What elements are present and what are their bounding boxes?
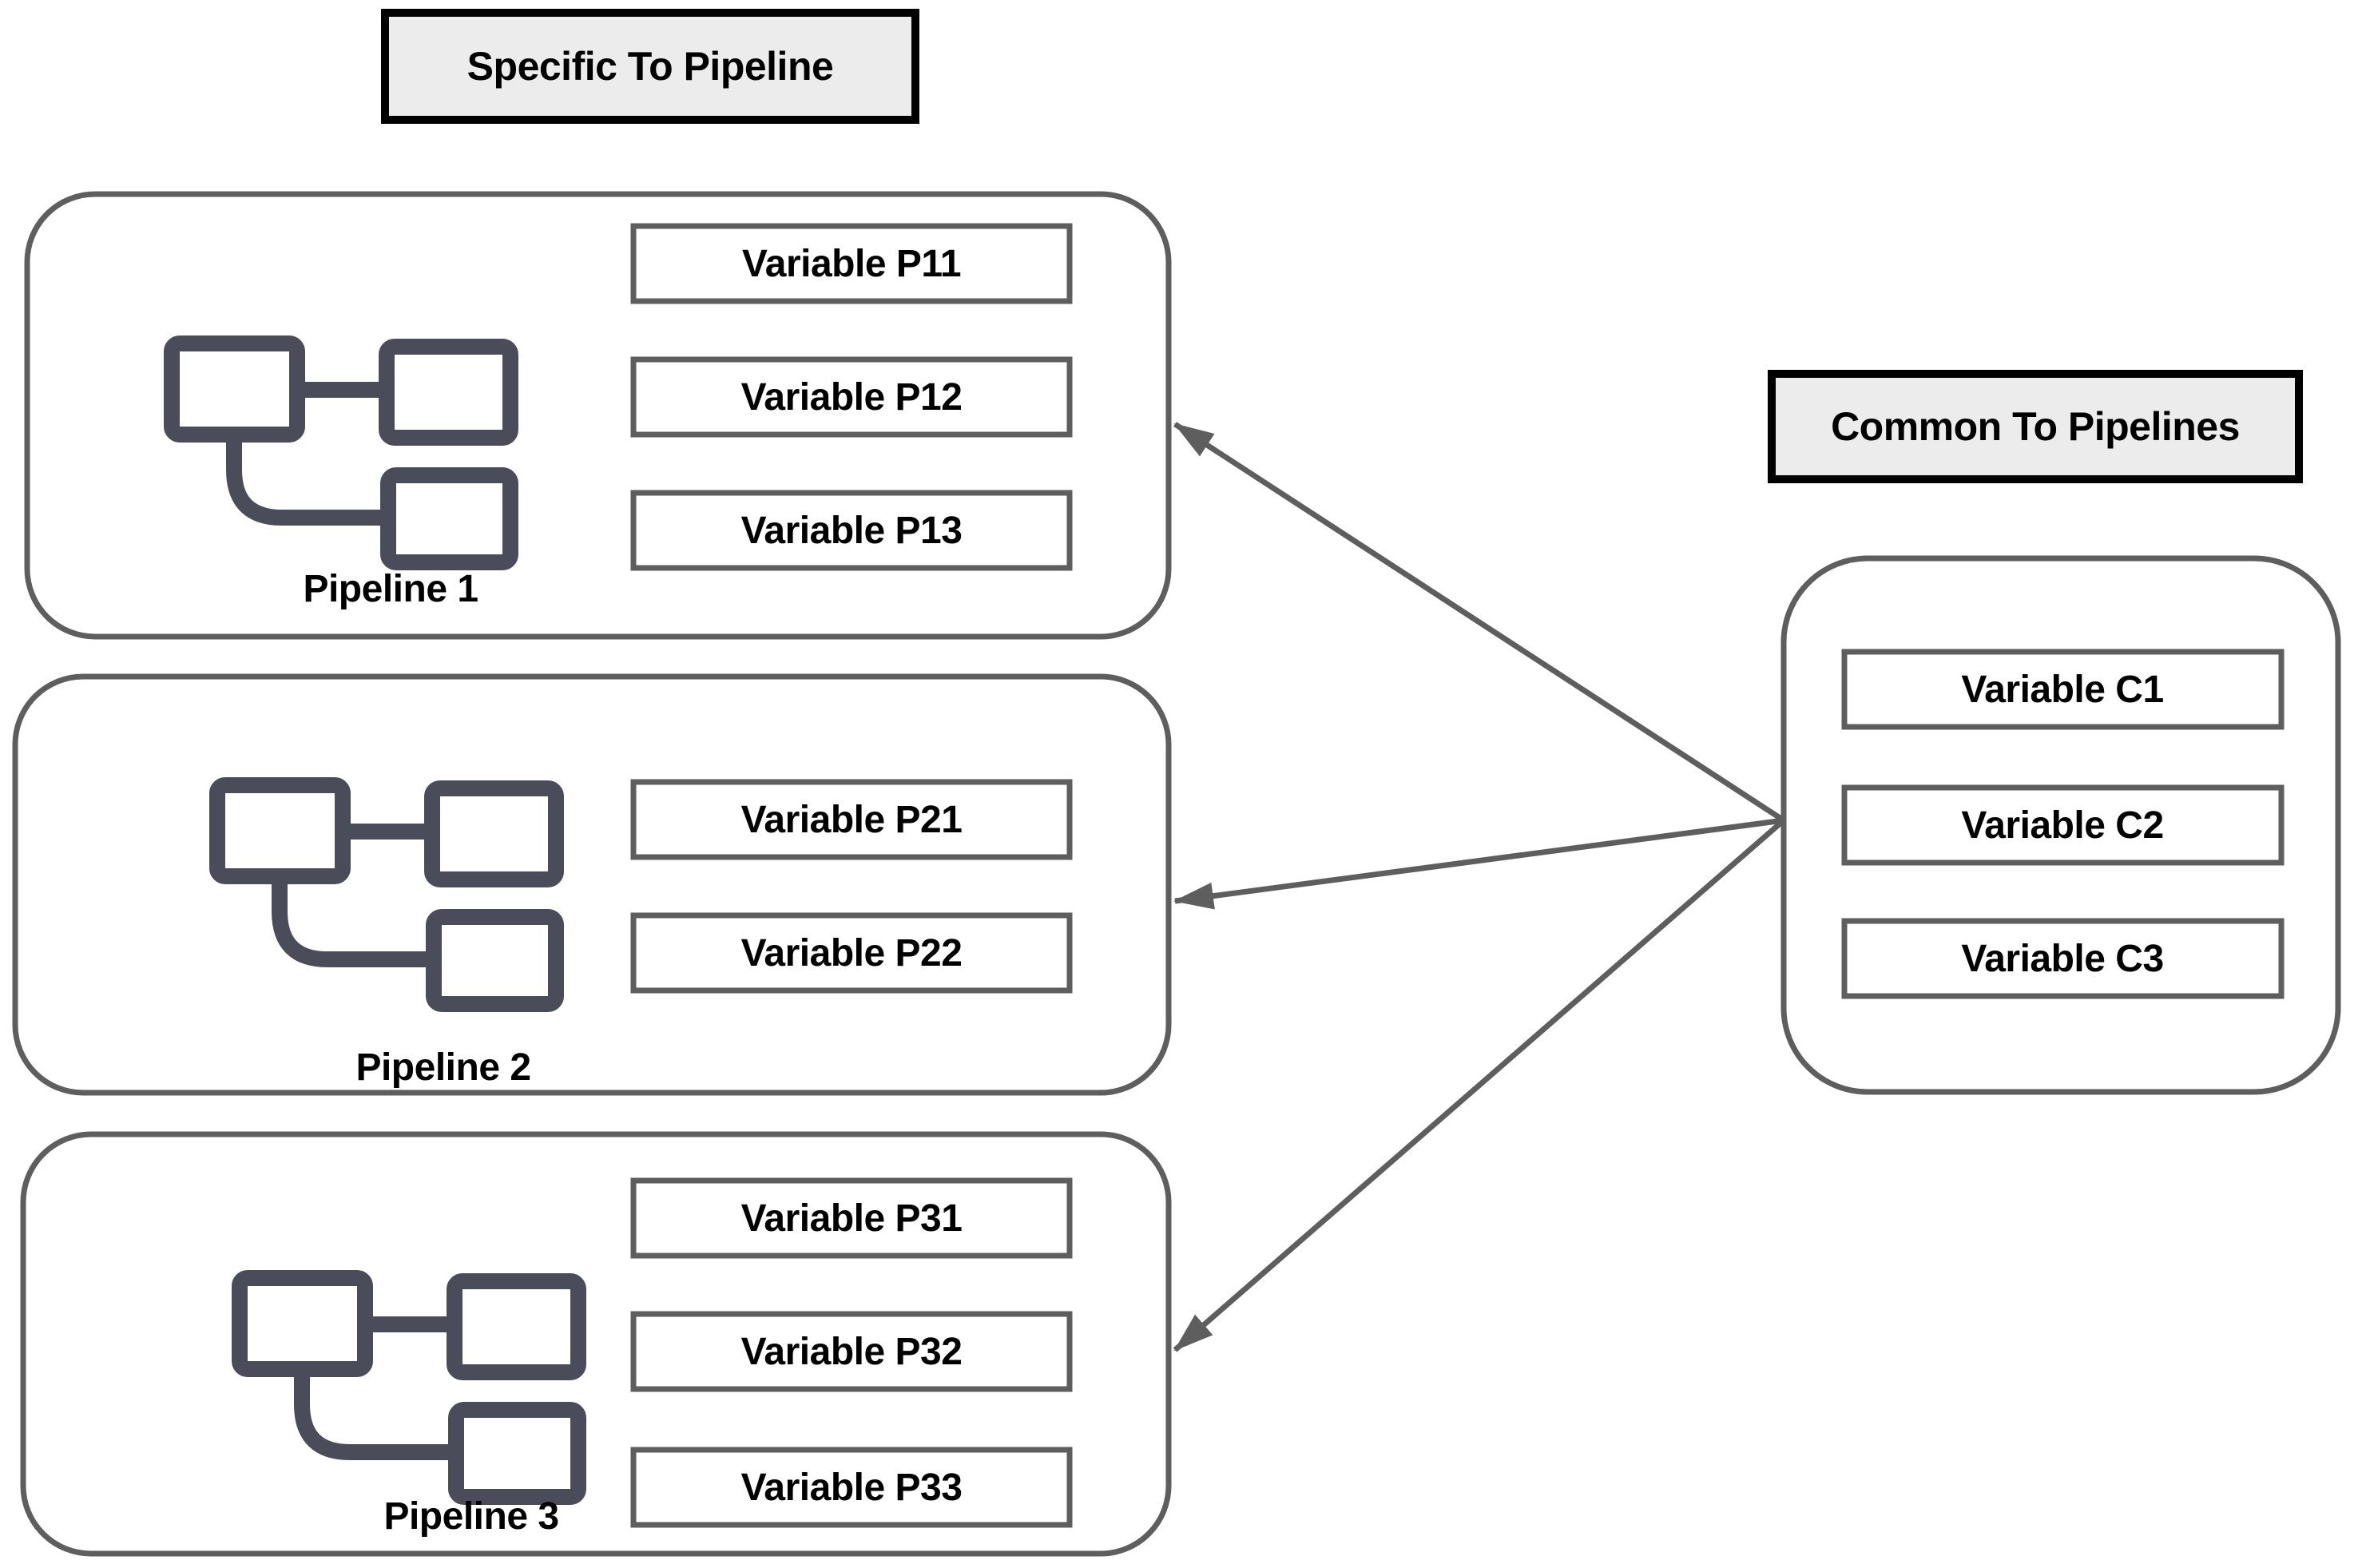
- pipeline-1-label: Pipeline 1: [303, 568, 478, 610]
- variable-text: Variable P32: [741, 1331, 963, 1373]
- variable-box: [630, 779, 1073, 860]
- variable-box: [630, 356, 1073, 438]
- pipeline-1-variables: Variable P11 Variable P12 Variable P13: [630, 223, 1073, 571]
- variable-text: Variable C3: [1961, 938, 2163, 980]
- variable-box: [630, 1311, 1073, 1392]
- variable-box: [1841, 649, 2285, 730]
- specific-title-box: [381, 9, 919, 124]
- specific-title-text: Specific To Pipeline: [467, 44, 834, 89]
- variable-box: [630, 223, 1073, 304]
- pipeline-3-variables: Variable P31 Variable P32 Variable P33: [630, 1177, 1073, 1528]
- variable-text: Variable P11: [742, 243, 961, 285]
- pipeline-3-label: Pipeline 3: [383, 1495, 558, 1538]
- arrow-to-pipeline-1: [1173, 422, 1785, 823]
- variable-text: Variable C2: [1961, 804, 2163, 847]
- pipeline-2-variables: Variable P21 Variable P22: [630, 779, 1073, 994]
- variable-box: [630, 912, 1073, 994]
- variable-box: [630, 1447, 1073, 1528]
- pipeline-3-group: Pipeline 3 Variable P31 Variable P32 Var…: [20, 1131, 1172, 1557]
- variable-text: Variable P22: [741, 932, 963, 975]
- common-group: Variable C1 Variable C2 Variable C3: [1780, 555, 2341, 1095]
- variable-text: Variable P31: [741, 1197, 963, 1240]
- arrow-to-pipeline-2: [1173, 817, 1784, 910]
- variable-text: Variable P21: [741, 799, 963, 841]
- variable-text: Variable P13: [741, 510, 963, 552]
- common-title-box: [1768, 370, 2303, 483]
- variable-box: [630, 1177, 1073, 1259]
- variable-text: Variable P12: [741, 376, 963, 419]
- variable-text: Variable P33: [741, 1467, 963, 1509]
- variable-box: [1841, 918, 2285, 999]
- variable-text: Variable C1: [1961, 669, 2163, 711]
- common-title: Common To Pipelines: [1768, 370, 2303, 483]
- pipeline-1-group: Pipeline 1 Variable P11 Variable P12 Var…: [24, 191, 1172, 640]
- common-title-text: Common To Pipelines: [1831, 404, 2240, 449]
- variable-box: [1841, 784, 2285, 866]
- pipeline-2-group: Pipeline 2 Variable P21 Variable P22: [12, 673, 1172, 1096]
- arrows-common-to-pipelines: [1173, 422, 1786, 1352]
- arrow-to-pipeline-3: [1173, 818, 1786, 1352]
- common-variables: Variable C1 Variable C2 Variable C3: [1841, 649, 2285, 999]
- pipeline-2-container: [12, 673, 1172, 1096]
- pipeline-2-label: Pipeline 2: [355, 1046, 530, 1089]
- variable-box: [630, 490, 1073, 571]
- specific-title: Specific To Pipeline: [381, 9, 919, 124]
